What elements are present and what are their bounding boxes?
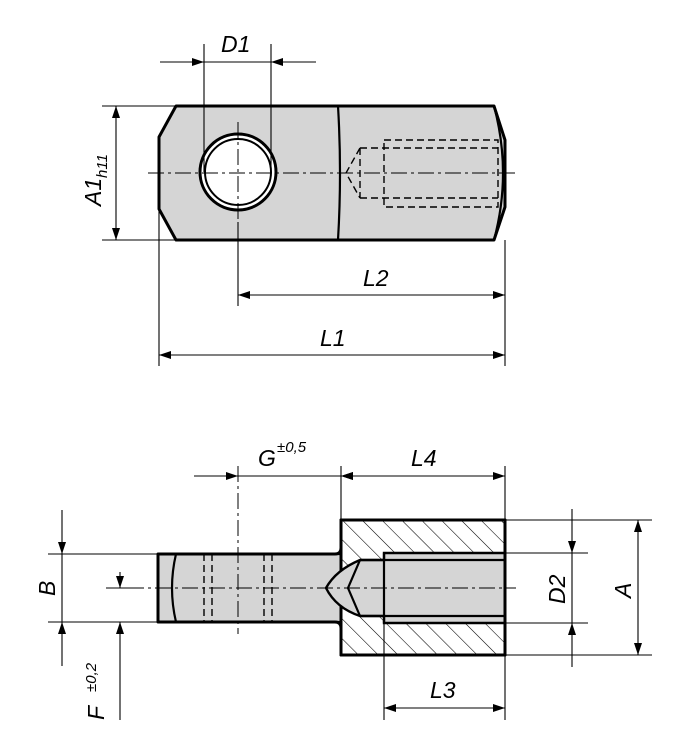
a-label: A [610,583,636,600]
g-label: G [258,445,276,471]
l1-label: L1 [320,325,346,351]
f-tolerance: ±0,2 [83,662,100,692]
l2-label: L2 [363,265,389,291]
left-chamfer-top [158,105,177,138]
d2-label: D2 [544,574,570,604]
b-label: B [34,581,60,596]
d1-label: D1 [221,31,250,57]
l4-label: L4 [411,445,437,471]
section-view: G ±0,5 L4 L3 D2 A B [34,439,652,720]
left-chamfer-bottom [158,208,177,241]
g-tolerance: ±0,5 [277,439,307,456]
a1-tolerance: h11 [94,154,111,178]
f-label: F [83,704,109,720]
sectioned-body-outline [339,518,507,657]
tongue-end-curve [170,553,178,623]
l3-label: L3 [430,677,456,703]
hidden-thread-bore-top [383,139,499,208]
top-view: D1 A1 h11 L2 L1 [80,31,516,366]
a1-label: A1 [80,178,106,208]
